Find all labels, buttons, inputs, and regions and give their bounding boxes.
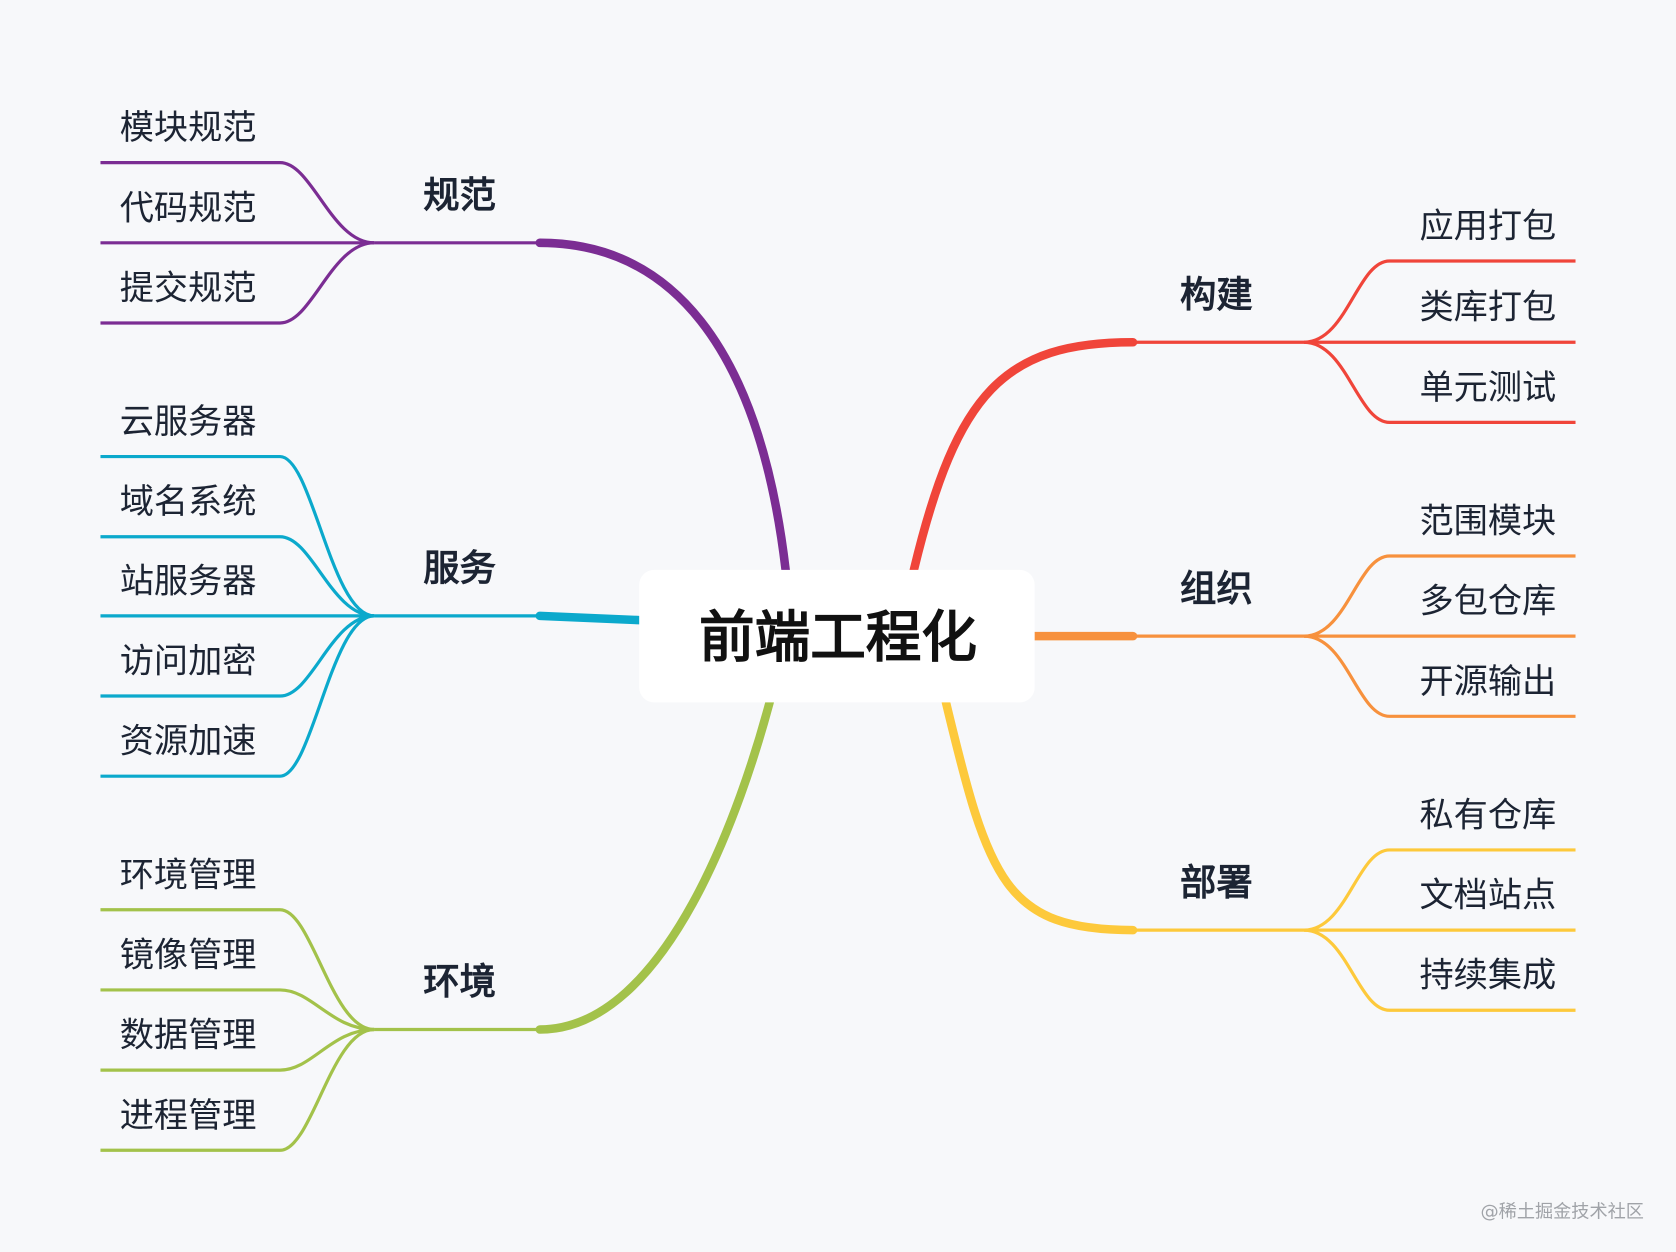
- root-node[interactable]: [639, 569, 1035, 703]
- leaf-edge: [100, 614, 375, 698]
- leaf-node-label[interactable]: 站服务器: [120, 561, 257, 601]
- leaf-edge: [1303, 634, 1576, 718]
- leaf-node-label[interactable]: 域名系统: [120, 482, 257, 522]
- leaf-node-label[interactable]: 文档站点: [1419, 876, 1556, 916]
- leaf-node-label[interactable]: 数据管理: [120, 1016, 257, 1056]
- branch-edge: [909, 337, 1138, 575]
- leaf-node-label[interactable]: 镜像管理: [120, 935, 257, 975]
- leaf-edge: [100, 988, 375, 1032]
- leaf-edge: [100, 161, 375, 245]
- leaf-node-label[interactable]: 应用打包: [1419, 206, 1556, 246]
- leaf-node-label[interactable]: 范围模块: [1419, 501, 1556, 541]
- leaf-edge: [100, 614, 375, 778]
- branch-edge: [941, 698, 1138, 935]
- leaf-node-label[interactable]: 类库打包: [1419, 288, 1556, 328]
- branch-node-label[interactable]: 服务: [423, 547, 496, 590]
- leaf-edge: [1303, 554, 1576, 638]
- branch-edge: [535, 611, 644, 625]
- branch-node-label[interactable]: 规范: [423, 174, 496, 217]
- leaf-edge: [100, 454, 375, 618]
- leaf-edge: [100, 1027, 375, 1152]
- watermark: @稀土掘金技术社区: [1481, 1202, 1644, 1223]
- leaf-node-label[interactable]: 代码规范: [120, 188, 257, 228]
- branch-node-label[interactable]: 组织: [1180, 567, 1253, 610]
- leaf-node-label[interactable]: 持续集成: [1419, 956, 1556, 996]
- leaf-node-label[interactable]: 进程管理: [120, 1096, 257, 1136]
- leaf-edge: [1303, 848, 1576, 932]
- leaf-node-label[interactable]: 多包仓库: [1419, 582, 1556, 622]
- leaf-edge: [100, 241, 375, 325]
- branch-node-label[interactable]: 部署: [1180, 861, 1253, 904]
- leaf-node-label[interactable]: 模块规范: [120, 108, 257, 148]
- leaf-node-label[interactable]: 开源输出: [1419, 662, 1556, 702]
- leaf-node-label[interactable]: 云服务器: [120, 402, 257, 442]
- leaf-edge: [1303, 259, 1576, 344]
- leaf-node-label[interactable]: 访问加密: [120, 641, 257, 681]
- leaf-node-label[interactable]: 私有仓库: [1419, 795, 1556, 835]
- leaf-node-label[interactable]: 资源加速: [120, 722, 257, 762]
- leaf-node-label[interactable]: 环境管理: [120, 855, 257, 895]
- leaf-edge: [1303, 928, 1576, 1012]
- leaf-node-label[interactable]: 提交规范: [120, 268, 257, 308]
- branch-edge: [535, 238, 790, 575]
- leaf-node-label[interactable]: 单元测试: [1419, 368, 1556, 408]
- root-node-label: 前端工程化: [699, 605, 977, 670]
- leaf-edge: [100, 535, 375, 618]
- leaf-edge: [1303, 340, 1576, 424]
- leaf-edge: [100, 908, 375, 1032]
- branch-node-label[interactable]: 构建: [1180, 273, 1253, 316]
- branch-node-label[interactable]: 环境: [423, 960, 496, 1003]
- branch-edge: [535, 698, 774, 1034]
- leaf-edge: [100, 1027, 375, 1072]
